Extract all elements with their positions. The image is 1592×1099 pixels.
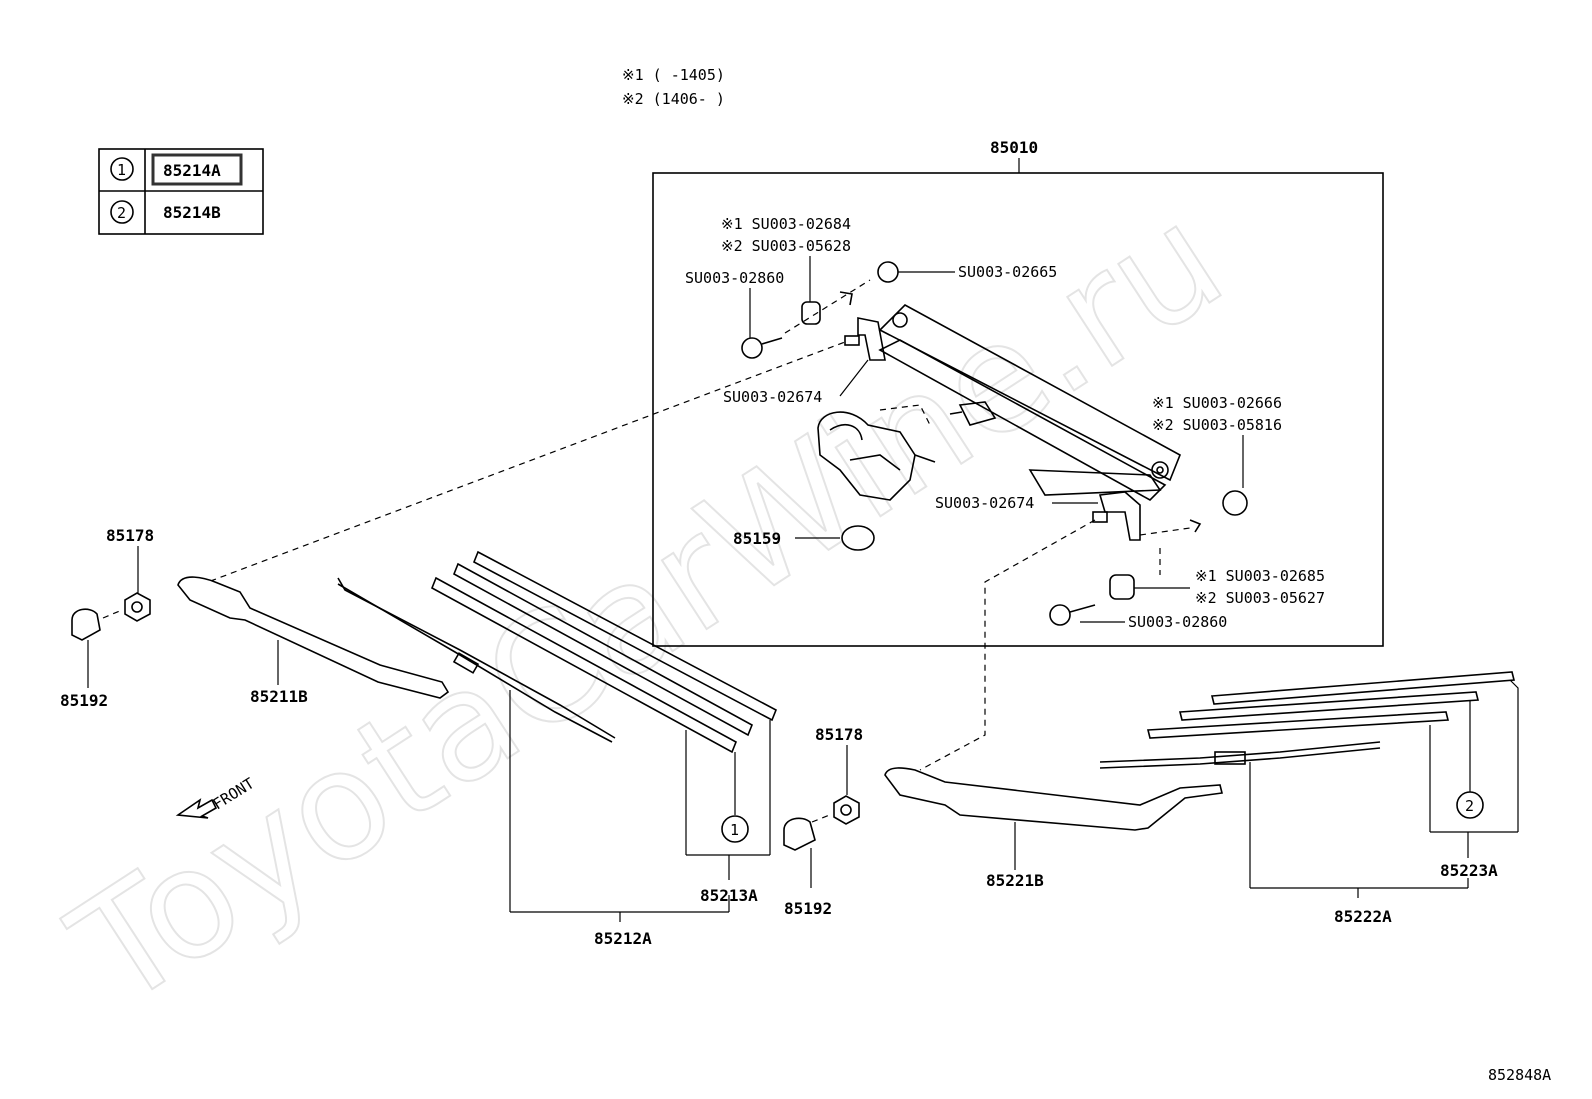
legend-highlight [151, 153, 243, 186]
nut-left-hole [131, 601, 143, 613]
bushing-upper-right [877, 261, 899, 283]
label-bush-tr[interactable]: SU003-02665 [958, 263, 1057, 281]
dash-cap-nut-r [811, 813, 833, 823]
dash-motor [879, 404, 931, 426]
bushing-upper-left [801, 301, 821, 325]
circle-1-marker [721, 815, 749, 843]
label-85010[interactable]: 85010 [990, 138, 1038, 157]
blade-frame-left-bottom [337, 583, 613, 743]
legend-value-1[interactable]: 85214A [163, 161, 221, 180]
blade-right-clip [1214, 751, 1246, 765]
label-rubber-l[interactable]: 85213A [700, 886, 758, 905]
label-arm-l[interactable]: 85211B [250, 687, 308, 706]
label-sub3-a[interactable]: ※1 SU003-02685 [1195, 567, 1325, 585]
label-pivot-r[interactable]: SU003-02674 [935, 494, 1034, 512]
blade-left-clip [452, 652, 480, 674]
label-motor-cap[interactable]: 85159 [733, 529, 781, 548]
note-line-1: ※1 ( -1405) [622, 66, 725, 84]
dash-cap-nut-l [102, 609, 123, 619]
motor-body [817, 411, 916, 501]
bolt-shank-lower-right [1069, 604, 1096, 613]
pivot-left-shaft [844, 335, 860, 346]
pivot-right-clip [1189, 519, 1202, 533]
label-nut-r[interactable]: 85178 [815, 725, 863, 744]
linkage-assembly-group: 85010 ※1 SU003-02684 ※2 SU003-05628 SU00… [652, 138, 1384, 647]
motor-shaft [949, 411, 963, 415]
label-sub3-b[interactable]: ※2 SU003-05627 [1195, 589, 1325, 607]
dash-arm-left-to-pivot [199, 341, 846, 586]
legend-key-2: 2 [117, 204, 126, 222]
linkage-joint-left [892, 312, 908, 328]
label-sub1-b[interactable]: ※2 SU003-05628 [721, 237, 851, 255]
assembly-frame [652, 172, 1384, 647]
arm-right [884, 767, 1223, 831]
bushing-lower-right [1109, 574, 1135, 600]
rubber-strip-2 [452, 562, 754, 737]
dash-upper-left [784, 279, 871, 334]
nut-left [124, 592, 151, 622]
bolt-head-lower-right [1049, 604, 1071, 626]
arm-left [177, 576, 450, 699]
motor-detail-2 [849, 454, 901, 471]
label-blade-l[interactable]: 85212A [594, 929, 652, 948]
pivot-left [857, 317, 886, 361]
bolt-head-upper-left [741, 337, 763, 359]
left-wiper-group: 85178 85192 85211B 85212A 1 85213A [60, 526, 778, 948]
circle-2-marker [1456, 791, 1484, 819]
nut-right [833, 795, 860, 825]
legend-key-1: 1 [117, 161, 126, 179]
pivot-right [1098, 491, 1141, 541]
rubber-strip-1 [472, 550, 778, 722]
label-bolt-br[interactable]: SU003-02860 [1128, 613, 1227, 631]
legend-circle-2 [110, 200, 134, 224]
bracket-rubber-r-right [1509, 679, 1519, 832]
dash-arm-right-to-pivot [919, 519, 1096, 771]
linkage-crank [1028, 469, 1162, 496]
label-bolt-tl[interactable]: SU003-02860 [685, 269, 784, 287]
legend-value-2[interactable]: 85214B [163, 203, 221, 222]
note-line-2: ※2 (1406- ) [622, 90, 725, 108]
leader-pivot-l [839, 359, 869, 397]
bushing-right [1222, 490, 1248, 516]
label-blade-r[interactable]: 85222A [1334, 907, 1392, 926]
dash-right [1139, 527, 1191, 536]
rubber-strip-r3 [1146, 711, 1450, 739]
rubber-strip-r2 [1178, 691, 1480, 721]
front-arrow-icon [175, 798, 218, 819]
bolt-shank-upper-left [761, 337, 783, 345]
label-rubber-r[interactable]: 85223A [1440, 861, 1498, 880]
label-cap-r[interactable]: 85192 [784, 899, 832, 918]
rubber-strip-3 [430, 576, 738, 754]
linkage-joint-right [1151, 461, 1169, 479]
motor-cap [841, 525, 875, 551]
cap-right [783, 817, 816, 851]
cap-left [71, 608, 101, 641]
legend-circle-1 [110, 157, 134, 181]
motor-detail-1 [829, 424, 863, 441]
label-pivot-l[interactable]: SU003-02674 [723, 388, 822, 406]
linkage-joint-right-center [1156, 466, 1164, 474]
blade-frame-right-top [1099, 741, 1381, 763]
label-circle-1[interactable]: 1 [730, 821, 739, 839]
figure-id: 852848A [1488, 1066, 1551, 1084]
label-sub2-a[interactable]: ※1 SU003-02666 [1152, 394, 1282, 412]
right-wiper-group: 85178 85192 85221B 85222A 2 85223A [783, 671, 1519, 926]
label-circle-2[interactable]: 2 [1465, 797, 1474, 815]
label-sub2-b[interactable]: ※2 SU003-05816 [1152, 416, 1282, 434]
label-cap-l[interactable]: 85192 [60, 691, 108, 710]
motor-shaft-mount [958, 401, 997, 426]
linkage-bar-lower [878, 339, 1167, 501]
label-sub1-a[interactable]: ※1 SU003-02684 [721, 215, 851, 233]
pivot-right-shaft [1092, 511, 1108, 523]
label-nut-l[interactable]: 85178 [106, 526, 154, 545]
label-arm-r[interactable]: 85221B [986, 871, 1044, 890]
motor-connector [914, 454, 936, 463]
nut-right-hole [840, 804, 852, 816]
rubber-strip-r1 [1210, 671, 1516, 705]
legend-table: 1 85214A 2 85214B [98, 148, 264, 235]
blade-frame-right-bottom [1099, 747, 1381, 769]
pivot-left-clip [839, 291, 853, 306]
